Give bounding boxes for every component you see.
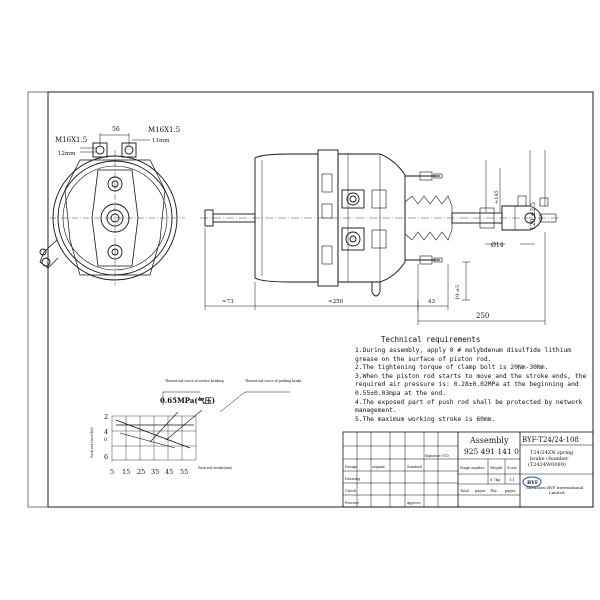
total-label: Total bbox=[460, 489, 470, 493]
dia-14-label: Ø14 bbox=[491, 242, 504, 249]
design-label: Design bbox=[345, 465, 358, 469]
x-tick-15: 15 bbox=[122, 468, 130, 476]
width-56-label: 56 bbox=[112, 126, 120, 133]
m16-right-label: M16X1.5 bbox=[148, 126, 180, 134]
m16-right-depth: 11mm bbox=[152, 138, 170, 144]
x-tick-5: 5 bbox=[110, 468, 114, 476]
len-43-label: 43 bbox=[428, 299, 435, 305]
pressure-label: 0.65MPa(气压) bbox=[160, 396, 215, 405]
stage-mark-label: Stage marker bbox=[460, 466, 485, 470]
len-73-label: ≈73 bbox=[222, 299, 234, 305]
requirement-1: 1.During assembly, apply 0 # molybdenum … bbox=[355, 347, 572, 363]
weight-value: 6.7kg bbox=[490, 478, 501, 482]
front-view bbox=[39, 142, 185, 285]
total-250-label: 250 bbox=[476, 312, 489, 320]
requirements-title: Technical requirements bbox=[381, 335, 481, 344]
drawing-code: BYF-T24/24-108 bbox=[522, 436, 579, 444]
signature-label: Signature bbox=[425, 454, 441, 458]
parking-curve-label: Theoretical curve of parking brake bbox=[245, 379, 302, 383]
check-label: Check bbox=[345, 489, 357, 493]
side-view bbox=[200, 149, 560, 297]
force-stroke-graph: Theoretical curve of service braking The… bbox=[90, 379, 302, 476]
logo-text: BYF bbox=[527, 480, 539, 486]
travel-label: 120.±2.5 bbox=[530, 202, 537, 230]
company-name: Shenzhen BYF International Limited bbox=[526, 485, 585, 495]
description: T24/24ZN spring brake chamber (T2424W008… bbox=[528, 450, 575, 468]
y-axis-label: Push rod force(kN) bbox=[90, 427, 94, 458]
y-tick-4: 4 bbox=[104, 428, 108, 436]
service-curve-label: Theoretical curve of service braking bbox=[165, 379, 224, 383]
original-label: original bbox=[372, 465, 385, 469]
drawing-label: Drawing bbox=[345, 477, 361, 481]
technical-requirements: 1.During assembly, apply 0 # molybdenum … bbox=[355, 347, 587, 424]
requirement-3: 3.When the piston rod starts to move and… bbox=[355, 372, 587, 397]
offset-label: 19.±5 bbox=[455, 285, 461, 300]
pages-label-2: pages bbox=[505, 489, 516, 493]
company-logo: BYF bbox=[522, 476, 542, 488]
process-label: Process bbox=[345, 501, 359, 505]
x-tick-45: 45 bbox=[165, 468, 173, 476]
x-axis-label: Push rod stroke(mm) bbox=[198, 466, 232, 470]
y-tick-6: 6 bbox=[104, 453, 108, 461]
x-tick-35: 35 bbox=[151, 468, 159, 476]
assembly-label: Assembly bbox=[469, 436, 509, 445]
x-tick-25: 25 bbox=[137, 468, 145, 476]
weight-label: Weight bbox=[490, 466, 503, 470]
chamber-145-label: ≈145 bbox=[494, 190, 500, 204]
title-block bbox=[342, 431, 594, 508]
pages-label-1: pages bbox=[475, 489, 486, 493]
y-zero: 0 bbox=[104, 437, 107, 443]
sheet-label: The bbox=[490, 489, 497, 493]
standard-label: Standard bbox=[407, 465, 422, 469]
requirement-2: 2.The tightening torque of clamp bolt is… bbox=[355, 364, 549, 372]
scale-label: Scale bbox=[507, 466, 517, 470]
approve-label: Approve bbox=[406, 501, 421, 505]
requirement-5: 5.The maximum working stroke is 60mm. bbox=[355, 415, 496, 423]
y-tick-2: 2 bbox=[104, 413, 108, 421]
requirement-4: 4.The exposed part of push rod shall be … bbox=[355, 398, 583, 415]
len-250-label: ≈250 bbox=[328, 299, 344, 305]
x-tick-55: 55 bbox=[180, 468, 188, 476]
date-label: YYD bbox=[441, 454, 449, 458]
scale-value: 1:1 bbox=[509, 478, 515, 482]
part-number: 925 491 141 0 bbox=[464, 447, 519, 456]
m16-left-depth: 12mm bbox=[58, 151, 76, 157]
m16-left-label: M16X1.5 bbox=[55, 136, 87, 144]
